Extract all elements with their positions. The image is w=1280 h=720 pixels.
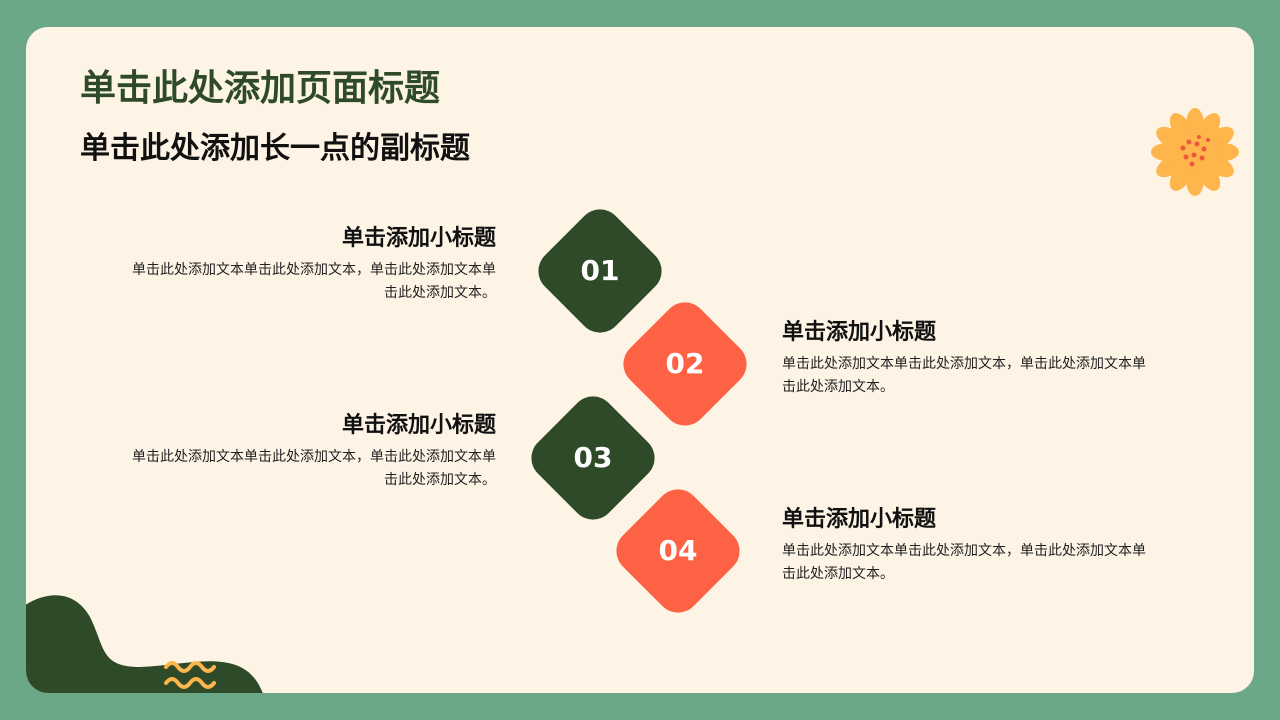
item-02[interactable]: 单击添加小标题 单击此处添加文本单击此处添加文本，单击此处添加文本单 击此处添加… (782, 319, 1202, 399)
page-subtitle[interactable]: 单击此处添加长一点的副标题 (80, 131, 470, 166)
number-02: 02 (665, 347, 705, 380)
number-03: 03 (573, 441, 613, 474)
item-heading: 单击添加小标题 (341, 226, 496, 251)
number-04: 04 (658, 534, 698, 567)
item-body-line: 单击此处添加文本单击此处添加文本，单击此处添加文本单 (782, 356, 1146, 372)
number-01: 01 (580, 254, 620, 287)
blob-shape (26, 595, 263, 693)
squiggle-icon (164, 661, 216, 689)
item-body-line: 击此处添加文本。 (782, 566, 894, 582)
item-heading: 单击添加小标题 (782, 320, 937, 345)
item-body-line: 单击此处添加文本单击此处添加文本，单击此处添加文本单 (782, 543, 1146, 559)
item-heading: 单击添加小标题 (341, 413, 496, 438)
item-body: 单击此处添加文本单击此处添加文本，单击此处添加文本单 击此处添加文本。 (782, 353, 1202, 399)
page-title[interactable]: 单击此处添加页面标题 (80, 68, 441, 109)
item-01[interactable]: 单击添加小标题 单击此处添加文本单击此处添加文本，单击此处添加文本单 击此处添加… (76, 225, 496, 305)
item-03[interactable]: 单击添加小标题 单击此处添加文本单击此处添加文本，单击此处添加文本单 击此处添加… (76, 412, 496, 492)
item-04[interactable]: 单击添加小标题 单击此处添加文本单击此处添加文本，单击此处添加文本单 击此处添加… (782, 506, 1202, 586)
item-body-line: 单击此处添加文本单击此处添加文本，单击此处添加文本单 (132, 262, 496, 278)
item-body: 单击此处添加文本单击此处添加文本，单击此处添加文本单 击此处添加文本。 (76, 259, 496, 305)
slide-card: 单击此处添加页面标题 单击此处添加长一点的副标题 (26, 27, 1254, 693)
item-body-line: 击此处添加文本。 (384, 472, 496, 488)
item-body-line: 单击此处添加文本单击此处添加文本，单击此处添加文本单 (132, 449, 496, 465)
item-body: 单击此处添加文本单击此处添加文本，单击此处添加文本单 击此处添加文本。 (76, 446, 496, 492)
flower-icon (1151, 108, 1239, 196)
item-body-line: 击此处添加文本。 (384, 285, 496, 301)
item-body: 单击此处添加文本单击此处添加文本，单击此处添加文本单 击此处添加文本。 (782, 540, 1202, 586)
item-heading: 单击添加小标题 (782, 507, 937, 532)
item-body-line: 击此处添加文本。 (782, 379, 894, 395)
